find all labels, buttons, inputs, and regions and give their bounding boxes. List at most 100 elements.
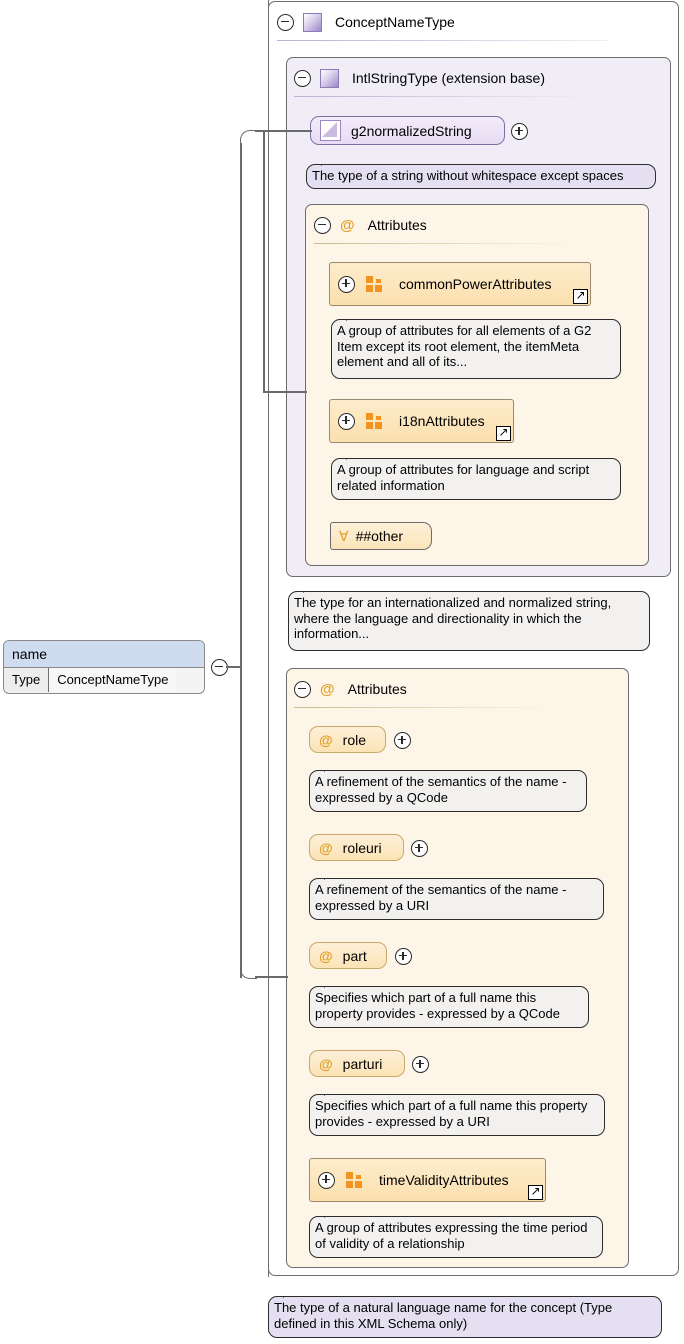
attribute-parturi[interactable]: @ parturi bbox=[309, 1050, 405, 1077]
element-name-label: name bbox=[4, 641, 204, 668]
connector-element-stub bbox=[226, 666, 240, 668]
annotation-text: A group of attributes expressing the tim… bbox=[315, 1220, 588, 1251]
annotation-text: A refinement of the semantics of the nam… bbox=[315, 882, 567, 913]
annotation-part: Specifies which part of a full name this… bbox=[309, 986, 589, 1028]
bubble-tail bbox=[324, 871, 342, 880]
bubble-tail bbox=[321, 157, 339, 166]
annotation-text: The type for an internationalized and no… bbox=[294, 595, 612, 641]
annotation-g2normalizedstring: The type of a string without whitespace … bbox=[306, 164, 656, 189]
plus-icon[interactable] bbox=[412, 1056, 429, 1073]
annotation-i18nattributes: A group of attributes for language and s… bbox=[331, 458, 621, 500]
annotation-text: A refinement of the semantics of the nam… bbox=[315, 774, 567, 805]
bubble-tail bbox=[346, 451, 364, 460]
bubble-tail bbox=[324, 763, 342, 772]
attribute-group-icon bbox=[346, 1172, 364, 1188]
root-type-label: ConceptNameType bbox=[335, 14, 455, 30]
attribute-label: roleuri bbox=[342, 839, 382, 856]
connector-root-left-edge bbox=[268, 0, 270, 1277]
minus-icon[interactable] bbox=[294, 680, 311, 698]
attribute-group-commonpowerattributes[interactable]: commonPowerAttributes ↗ bbox=[329, 262, 591, 306]
connector-corner-bottom bbox=[240, 962, 257, 979]
element-type-key: Type bbox=[4, 668, 50, 692]
annotation-text: The type of a string without whitespace … bbox=[312, 168, 624, 183]
at-icon: @ bbox=[319, 839, 333, 856]
base-attributes-label: Attributes bbox=[367, 217, 427, 233]
annotation-commonpowerattributes: A group of attributes for all elements o… bbox=[331, 319, 621, 379]
external-link-icon[interactable]: ↗ bbox=[573, 289, 588, 304]
attribute-group-label: timeValidityAttributes bbox=[379, 1172, 509, 1188]
annotation-roleuri: A refinement of the semantics of the nam… bbox=[309, 878, 604, 920]
minus-icon[interactable] bbox=[277, 13, 294, 31]
bubble-tail bbox=[283, 1289, 301, 1298]
attribute-group-label: i18nAttributes bbox=[399, 413, 485, 429]
element-collapse-toggle[interactable] bbox=[211, 659, 228, 679]
external-link-icon[interactable]: ↗ bbox=[528, 1185, 543, 1200]
any-icon: ∀ bbox=[339, 528, 349, 544]
bubble-tail bbox=[324, 1087, 342, 1096]
complex-type-icon bbox=[320, 68, 339, 88]
at-icon: @ bbox=[319, 947, 333, 964]
connector-trunk-vertical bbox=[240, 143, 242, 978]
plus-icon[interactable] bbox=[395, 948, 412, 965]
own-attributes-label: Attributes bbox=[347, 681, 407, 697]
simple-type-icon bbox=[320, 120, 341, 141]
bubble-tail bbox=[324, 1209, 342, 1218]
connector-base-branch-vertical bbox=[263, 130, 265, 392]
attribute-parturi-expand-toggle[interactable] bbox=[412, 1056, 429, 1076]
at-icon: @ bbox=[319, 1055, 333, 1072]
complex-type-icon bbox=[303, 12, 322, 32]
attribute-role[interactable]: @ role bbox=[309, 726, 386, 753]
element-box-name[interactable]: name Type ConceptNameType bbox=[3, 640, 205, 694]
at-icon: @ bbox=[320, 680, 335, 698]
any-attribute-other[interactable]: ∀ ##other bbox=[330, 522, 432, 550]
plus-icon[interactable] bbox=[318, 1171, 335, 1189]
own-attributes-divider bbox=[294, 707, 554, 708]
minus-icon[interactable] bbox=[211, 659, 228, 676]
attribute-label: part bbox=[342, 947, 367, 964]
annotation-role: A refinement of the semantics of the nam… bbox=[309, 770, 587, 812]
annotation-timevalidityattributes: A group of attributes expressing the tim… bbox=[309, 1216, 603, 1258]
attribute-part[interactable]: @ part bbox=[309, 942, 387, 969]
plus-icon[interactable] bbox=[338, 275, 355, 293]
root-type-header: ConceptNameType bbox=[277, 9, 607, 35]
attribute-group-label: commonPowerAttributes bbox=[399, 276, 552, 292]
minus-icon[interactable] bbox=[294, 69, 311, 87]
base-attributes-header: @ Attributes bbox=[314, 212, 514, 238]
annotation-text: The type of a natural language name for … bbox=[274, 1300, 613, 1331]
annotation-text: A group of attributes for language and s… bbox=[337, 462, 590, 493]
own-attributes-header: @ Attributes bbox=[294, 676, 494, 702]
attribute-roleuri-expand-toggle[interactable] bbox=[411, 840, 428, 860]
attribute-roleuri[interactable]: @ roleuri bbox=[309, 834, 404, 861]
attribute-role-expand-toggle[interactable] bbox=[394, 732, 411, 752]
any-attribute-label: ##other bbox=[355, 528, 404, 544]
annotation-text: Specifies which part of a full name this… bbox=[315, 1098, 588, 1129]
attribute-group-icon bbox=[366, 413, 384, 429]
element-type-row: Type ConceptNameType bbox=[4, 668, 204, 692]
annotation-conceptnametype: The type of a natural language name for … bbox=[268, 1296, 662, 1338]
extension-base-label: IntlStringType (extension base) bbox=[352, 70, 545, 86]
root-type-divider bbox=[277, 40, 607, 41]
base-attributes-divider bbox=[314, 243, 574, 244]
extension-base-divider bbox=[294, 96, 594, 97]
attribute-label: role bbox=[342, 731, 367, 748]
annotation-intlstringtype: The type for an internationalized and no… bbox=[288, 591, 650, 651]
external-link-icon[interactable]: ↗ bbox=[496, 426, 511, 441]
connector-to-own-attributes bbox=[255, 976, 288, 978]
plus-icon[interactable] bbox=[394, 732, 411, 749]
connector-to-simple-content bbox=[255, 130, 312, 132]
simple-content-expand-toggle[interactable] bbox=[511, 123, 528, 143]
extension-base-header: IntlStringType (extension base) bbox=[294, 65, 634, 91]
at-icon: @ bbox=[340, 216, 355, 234]
attribute-group-i18nattributes[interactable]: i18nAttributes ↗ bbox=[329, 399, 514, 443]
plus-icon[interactable] bbox=[338, 412, 355, 430]
attribute-group-timevalidityattributes[interactable]: timeValidityAttributes ↗ bbox=[309, 1158, 546, 1202]
at-icon: @ bbox=[319, 731, 333, 748]
plus-icon[interactable] bbox=[511, 123, 528, 140]
minus-icon[interactable] bbox=[314, 216, 331, 234]
plus-icon[interactable] bbox=[411, 840, 428, 857]
connector-corner-top bbox=[240, 130, 257, 147]
attribute-label: parturi bbox=[342, 1055, 383, 1072]
annotation-text: A group of attributes for all elements o… bbox=[337, 323, 592, 369]
attribute-part-expand-toggle[interactable] bbox=[395, 948, 412, 968]
simple-content-node-g2normalizedString[interactable]: g2normalizedString bbox=[310, 116, 505, 145]
